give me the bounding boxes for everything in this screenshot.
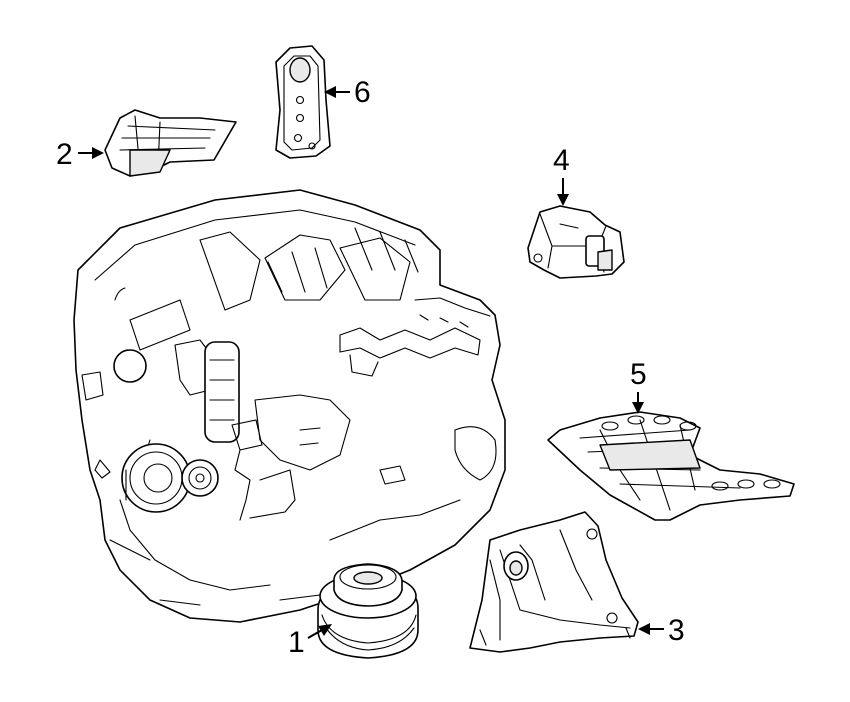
callout-3: 3 (638, 614, 685, 647)
part-6-bracket-plate (275, 45, 331, 159)
callout-label-4: 4 (553, 144, 570, 177)
callout-4: 4 (553, 144, 570, 206)
part-3-mount-bracket (469, 511, 639, 653)
callout-label-2: 2 (56, 138, 73, 171)
callout-label-6: 6 (354, 76, 371, 109)
part-1-engine-mount (317, 563, 419, 659)
callout-1: 1 (288, 624, 332, 659)
callout-label-3: 3 (668, 614, 685, 647)
callout-6: 6 (324, 76, 371, 109)
crank-pulley (121, 443, 191, 513)
part-2-heat-shield (104, 109, 237, 177)
callout-2: 2 (56, 138, 104, 171)
engine-block (73, 189, 506, 623)
callout-5: 5 (630, 358, 647, 414)
callout-label-5: 5 (630, 358, 647, 391)
part-5-skid-plate (547, 411, 795, 521)
idler-pulley (181, 459, 219, 497)
callout-label-1: 1 (288, 626, 305, 659)
part-4-transmission-mount (527, 205, 625, 279)
